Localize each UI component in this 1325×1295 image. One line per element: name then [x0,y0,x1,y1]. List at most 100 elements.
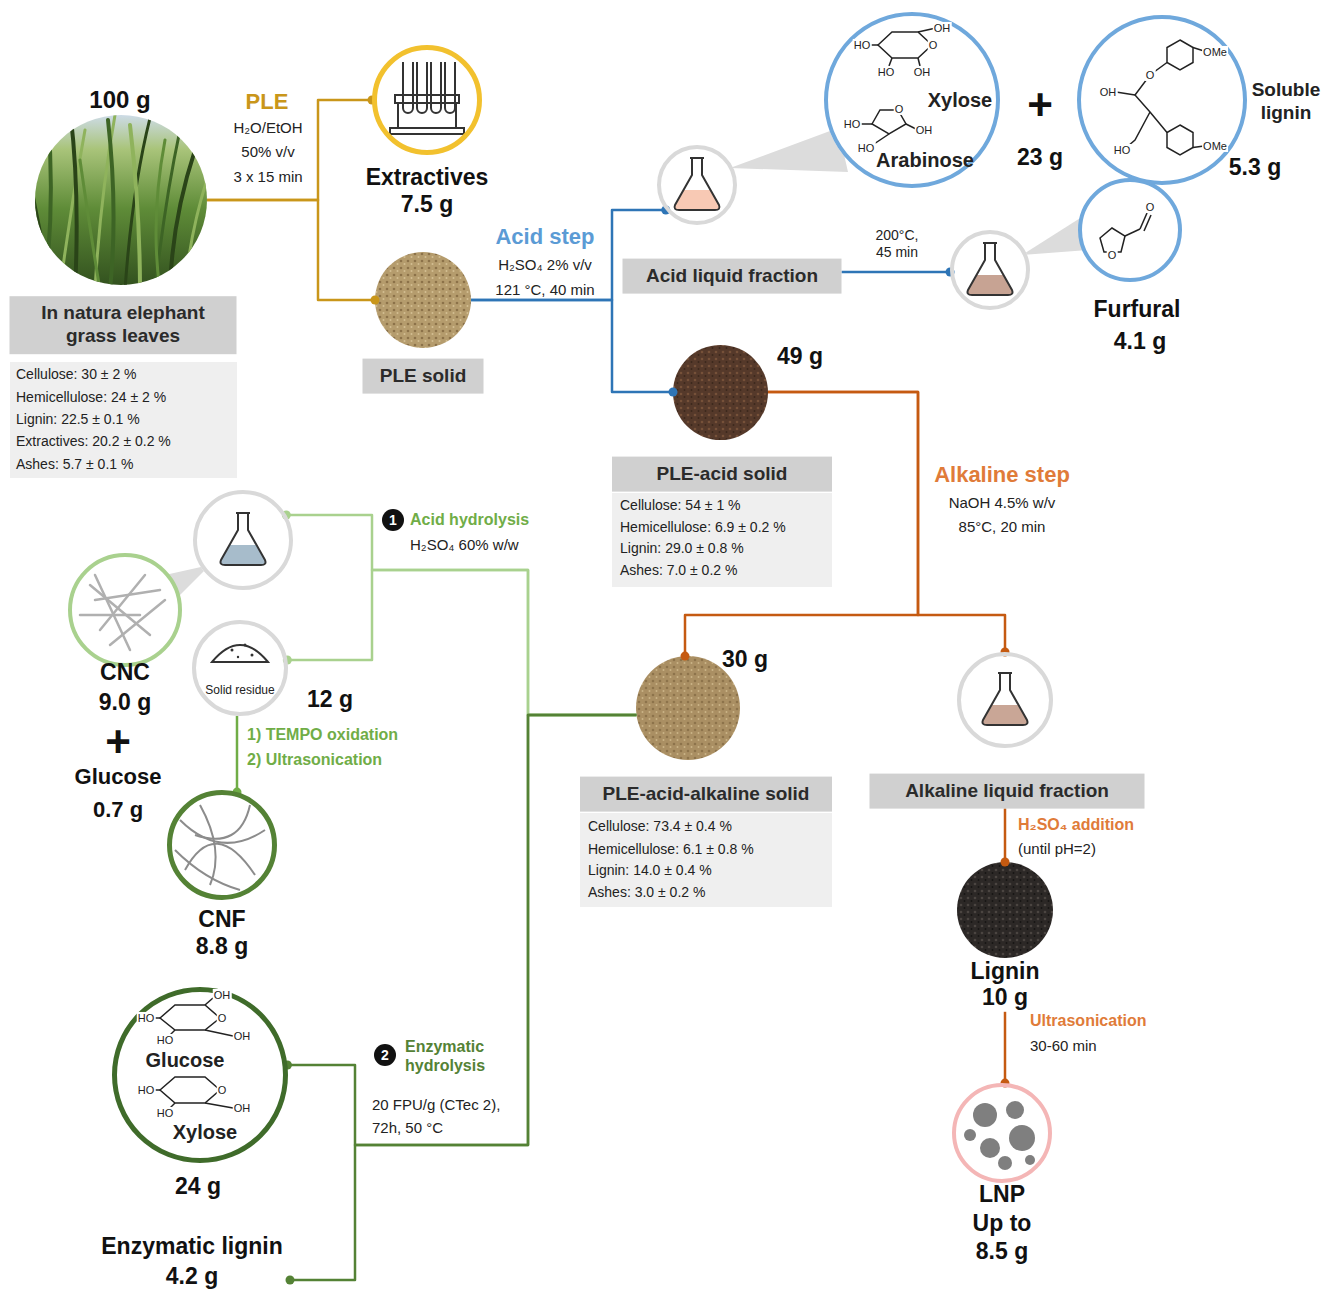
atom-label: OH [1099,86,1118,98]
chemical-structures-part [1125,229,1140,236]
nanoparticles-part [998,1156,1012,1170]
node-text: 8.8 g [196,933,248,961]
node-text-holder: LNP [979,1181,1025,1209]
node-outline [957,862,1053,958]
atom-label: HO [853,39,872,51]
composition-line: Ashes: 5.7 ± 0.1 % [16,456,133,473]
node-text-holder: 8.8 g [196,933,248,961]
composition-line: Hemicellulose: 6.1 ± 0.8 % [588,841,754,858]
flask-circle: CNC9.0 g [193,490,293,590]
label-box-holder: Alkaline liquid fraction [870,774,1145,809]
connector-end-dot [669,388,678,397]
test-tube-rack-part [403,62,413,113]
node-outline [35,115,207,285]
white-circles-part [167,790,277,900]
flask-icons-part [983,673,1028,725]
grass-photo-part-part [130,125,140,290]
atom-label: OH [213,989,232,1001]
node-outline-shape [195,492,291,588]
atom-label: OH [913,66,932,78]
annotation-text-holder: NaOH 4.5% w/v [949,494,1056,512]
node-outline [657,145,737,225]
composition-line: Lignin: 14.0 ± 0.4 % [588,862,712,879]
node-text: CNC [100,659,150,687]
node-outline [957,652,1053,748]
process-connector [207,200,375,300]
annotation-text: H₂O/EtOH [233,119,302,137]
test-tube-rack-part [395,95,459,103]
composition-line-holder: Hemicellulose: 6.1 ± 0.8 % [588,841,754,858]
composition-panels [10,362,832,907]
annotation-text: NaOH 4.5% w/v [949,494,1056,512]
atom-label-holder: HO [877,66,896,78]
node-text-holder: Glucose [146,1048,225,1072]
annotation-text-holder: 0.7 g [93,797,143,823]
node-text-holder: Arabinose [876,148,974,172]
composition-line: Ashes: 7.0 ± 0.2 % [620,562,737,579]
atom-label: O [217,1012,228,1024]
node-outline-shape [659,147,735,223]
chemical-structures-part [874,134,889,144]
flask-circle: Alkaline liquid fraction [957,652,1053,748]
annotation-text-holder: Acid step [495,224,594,250]
node-outline-shape [959,654,1051,746]
label-box-holder: PLE-acid-alkaline solid [580,777,832,812]
node-text-holder: Soluble lignin [1249,79,1323,125]
node-text: Xylose [928,88,992,112]
atom-label-holder: OMe [1202,140,1228,152]
nanoparticle-circle: LNPUp to 8.5 g [952,1083,1052,1183]
node-text-holder: Enzymatic lignin [101,1233,282,1261]
composition-line-holder: Cellulose: 54 ± 1 % [620,497,741,514]
atom-label: OH [233,1102,252,1114]
composition-panels-part [580,813,832,907]
white-circles-part [193,490,293,590]
node-text: Solid residue [205,683,274,697]
chemical-structures-part [205,1030,233,1036]
node-text-holder: Extractives [366,164,489,192]
annotation-text-holder: Alkaline step [934,462,1070,488]
node-text-holder: 5.3 g [1229,154,1281,182]
test-tube-rack-part [431,62,441,113]
annotation-text: 50% v/v [241,143,294,161]
node-text: 7.5 g [401,191,453,219]
flask-circle: Furfural4.1 g [950,230,1030,310]
atom-label-holder: O [1145,201,1156,213]
composition-line-holder: Ashes: 3.0 ± 0.2 % [588,884,705,901]
node-outline [192,620,288,716]
edge-label-holder: 200°C, 45 min [866,227,928,261]
annotation-text-holder: H₂SO₄ addition [1018,815,1134,834]
annotation-text: Acid step [495,224,594,250]
annotation-text: Glucose [75,764,162,790]
node-text: 4.1 g [1114,328,1166,356]
annotation-text: Enzymatic hydrolysis [405,1037,495,1075]
composition-line-holder: Lignin: 29.0 ± 0.8 % [620,540,744,557]
annotation-text: H₂SO₄ addition [1018,815,1134,834]
node-outline-shape [673,345,768,440]
atom-label-holder: O [217,1084,228,1096]
annotation-text-holder: (until pH=2) [1018,840,1096,858]
connector-end-dot [371,296,380,305]
atom-label-holder: O [217,1012,228,1024]
residue-powder-part [251,654,254,657]
label-box: Alkaline liquid fraction [870,774,1145,809]
composition-line: Extractives: 20.2 ± 0.2 % [16,433,171,450]
residue-powder-part [231,649,234,652]
composition-line-holder: Extractives: 20.2 ± 0.2 % [16,433,171,450]
atom-label-holder: HO [156,1107,175,1119]
atom-label-holder: O [1145,69,1156,81]
atom-label: OH [933,22,952,34]
nanoparticles-part [1009,1125,1035,1151]
grass-photo-part-part [95,115,115,290]
nanoparticles-part [980,1138,1000,1158]
grass-photo-part-part [30,180,52,290]
atom-label: O [1145,69,1156,81]
edge-label: 200°C, 45 min [866,227,928,261]
nanoparticles-part [964,1129,976,1141]
flask-icons-part [968,243,1013,295]
atom-label-holder: HO [853,39,872,51]
flask-circle: Acid liquid fraction [657,145,737,225]
test-tube-rack-part [417,62,427,113]
node-text: Arabinose [876,148,974,172]
chemical-structures-part [1167,40,1193,70]
node-outline [167,790,277,900]
